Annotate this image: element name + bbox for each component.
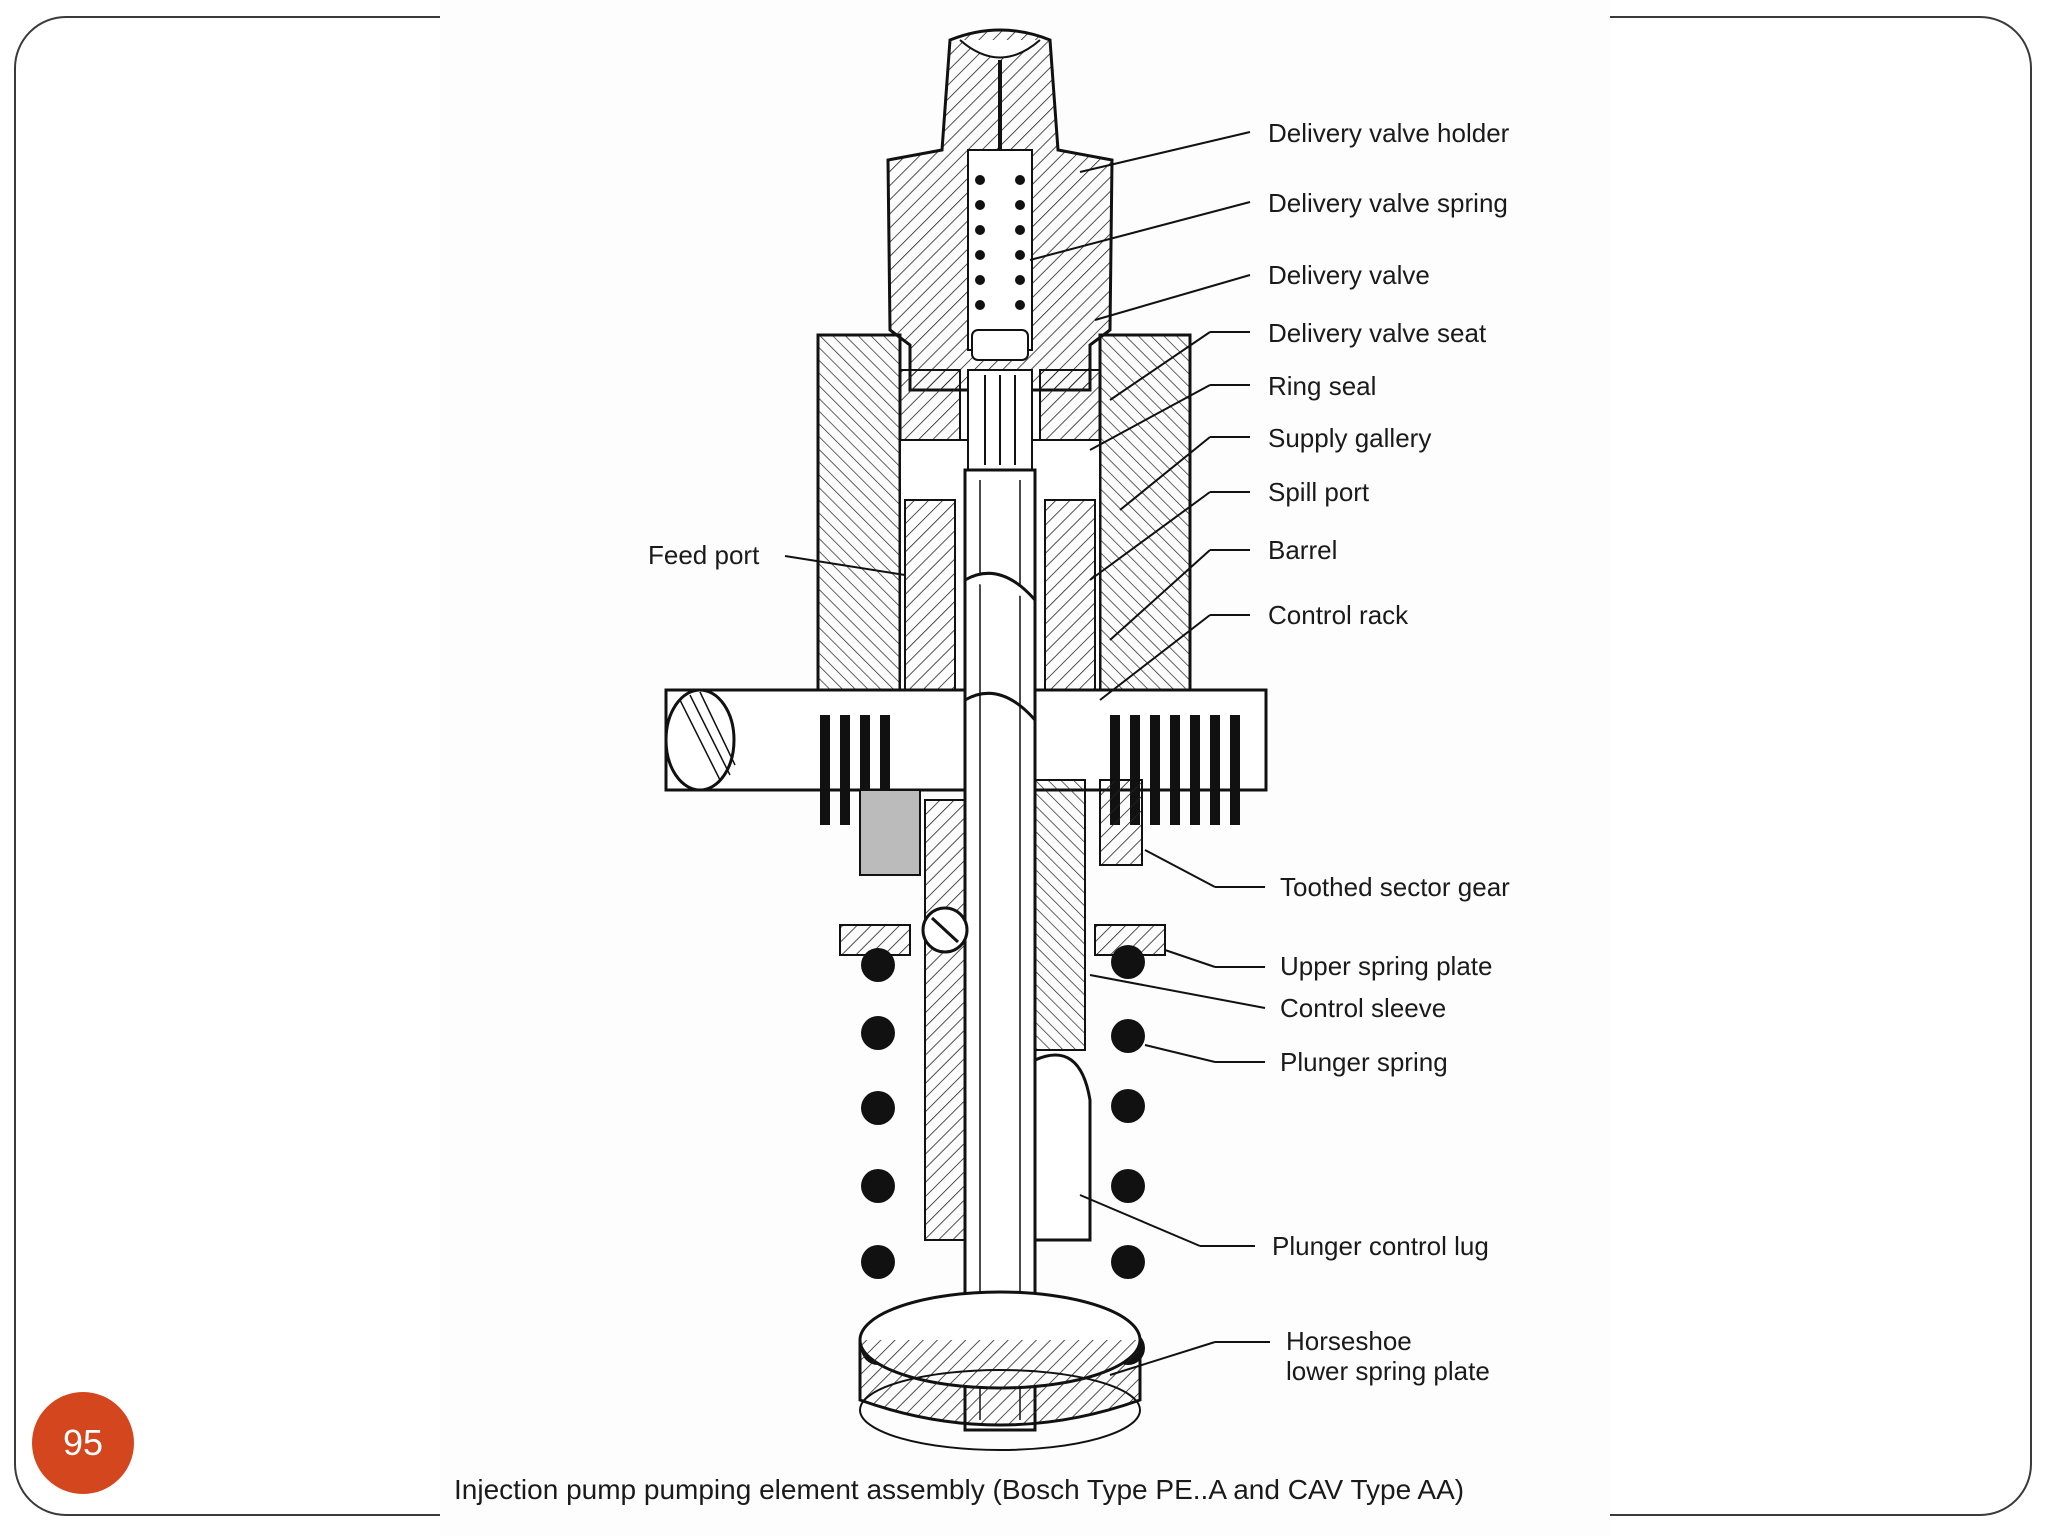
label-delivery-valve-spring: Delivery valve spring <box>1268 188 1508 218</box>
label-control-rack: Control rack <box>1268 600 1409 630</box>
delivery-valve-spring-shape <box>971 175 1029 361</box>
plunger-shape <box>963 468 1037 1432</box>
leader-lines <box>784 131 1270 1376</box>
label-delivery-valve-seat: Delivery valve seat <box>1268 318 1487 348</box>
label-control-sleeve: Control sleeve <box>1280 993 1447 1023</box>
label-spill-port: Spill port <box>1268 477 1370 507</box>
label-delivery-valve-holder: Delivery valve holder <box>1268 118 1510 148</box>
label-horseshoe-line2: lower spring plate <box>1286 1356 1490 1386</box>
label-ring-seal: Ring seal <box>1268 371 1377 401</box>
label-upper-spring-plate: Upper spring plate <box>1280 951 1493 981</box>
figure-caption: Injection pump pumping element assembly … <box>454 1474 1465 1505</box>
page-number-badge: 95 <box>32 1392 134 1494</box>
horseshoe-plate-shape <box>858 1290 1142 1451</box>
upper-spring-plate-shape <box>839 924 1166 956</box>
label-supply-gallery: Supply gallery <box>1268 423 1432 453</box>
label-toothed-sector-gear: Toothed sector gear <box>1280 872 1510 902</box>
toothed-sector-gear-shape <box>820 715 1240 876</box>
control-sleeve-shape <box>921 779 1092 1242</box>
label-horseshoe-line1: Horseshoe <box>1286 1326 1412 1356</box>
label-feed-port: Feed port <box>648 540 760 570</box>
label-plunger-control-lug: Plunger control lug <box>1272 1231 1489 1261</box>
label-barrel: Barrel <box>1268 535 1338 565</box>
label-plunger-spring: Plunger spring <box>1280 1047 1448 1077</box>
label-delivery-valve: Delivery valve <box>1268 260 1430 290</box>
